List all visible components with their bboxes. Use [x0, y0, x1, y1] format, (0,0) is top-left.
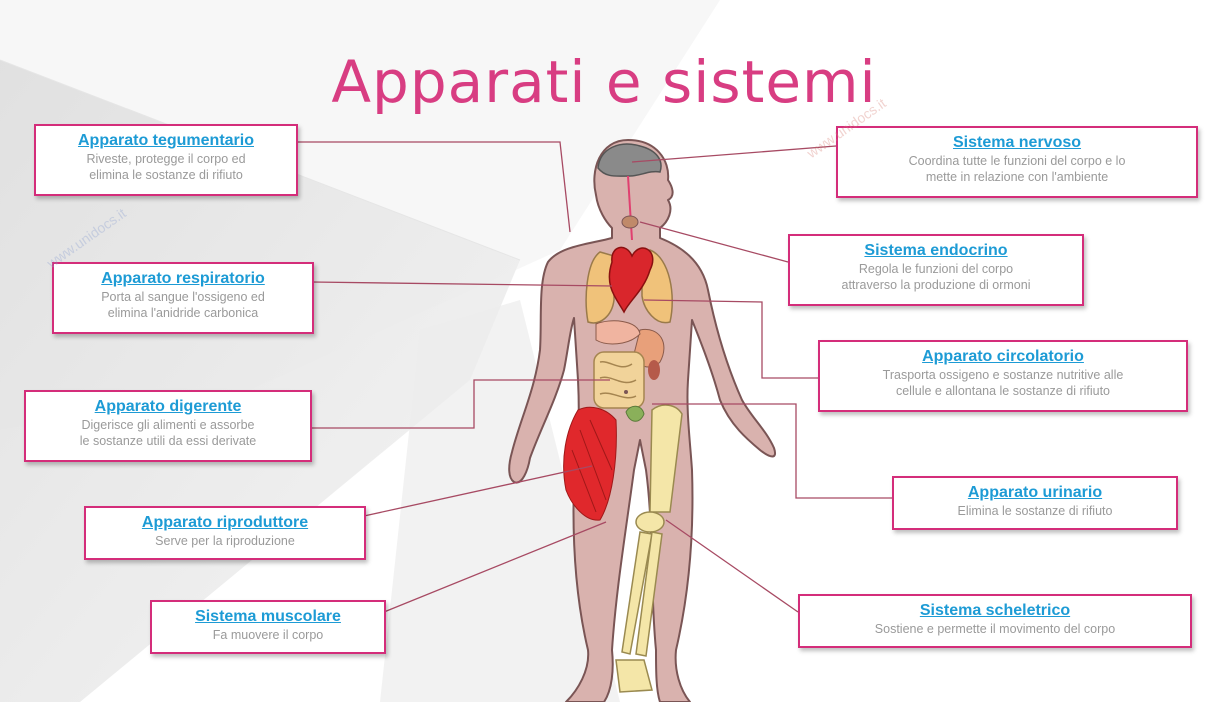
- box-description: Digerisce gli alimenti e assorbe le sost…: [26, 417, 310, 449]
- box-heading: Sistema muscolare: [152, 607, 384, 627]
- page-title: Apparati e sistemi: [0, 48, 1208, 116]
- box-heading: Apparato tegumentario: [36, 131, 296, 151]
- box-description: Coordina tutte le funzioni del corpo e l…: [838, 153, 1196, 185]
- connector-riproduttore: [364, 466, 592, 516]
- box-description: Regola le funzioni del corpo attraverso …: [790, 261, 1082, 293]
- box-description: Fa muovere il corpo: [152, 627, 384, 643]
- box-sistema-endocrino: Sistema endocrino Regola le funzioni del…: [788, 234, 1084, 306]
- box-heading: Sistema endocrino: [790, 241, 1082, 261]
- box-heading: Apparato respiratorio: [54, 269, 312, 289]
- connector-urinario: [652, 404, 892, 498]
- connector-tegumentario: [296, 142, 570, 232]
- box-description: Serve per la riproduzione: [86, 533, 364, 549]
- box-apparato-urinario: Apparato urinario Elimina le sostanze di…: [892, 476, 1178, 530]
- connector-circolatorio: [644, 300, 818, 378]
- box-heading: Sistema nervoso: [838, 133, 1196, 153]
- box-sistema-scheletrico: Sistema scheletrico Sostiene e permette …: [798, 594, 1192, 648]
- box-description: Porta al sangue l'ossigeno ed elimina l'…: [54, 289, 312, 321]
- box-heading: Apparato urinario: [894, 483, 1176, 503]
- box-heading: Apparato circolatorio: [820, 347, 1186, 367]
- box-apparato-circolatorio: Apparato circolatorio Trasporta ossigeno…: [818, 340, 1188, 412]
- box-heading: Sistema scheletrico: [800, 601, 1190, 621]
- box-description: Trasporta ossigeno e sostanze nutritive …: [820, 367, 1186, 399]
- box-apparato-respiratorio: Apparato respiratorio Porta al sangue l'…: [52, 262, 314, 334]
- connector-digerente: [312, 380, 610, 428]
- box-description: Sostiene e permette il movimento del cor…: [800, 621, 1190, 637]
- box-apparato-riproduttore: Apparato riproduttore Serve per la ripro…: [84, 506, 366, 560]
- connector-muscolare: [384, 522, 606, 612]
- connector-endocrino: [640, 222, 788, 262]
- box-heading: Apparato riproduttore: [86, 513, 364, 533]
- box-sistema-muscolare: Sistema muscolare Fa muovere il corpo: [150, 600, 386, 654]
- box-description: Elimina le sostanze di rifiuto: [894, 503, 1176, 519]
- box-apparato-digerente: Apparato digerente Digerisce gli aliment…: [24, 390, 312, 462]
- box-heading: Apparato digerente: [26, 397, 310, 417]
- box-sistema-nervoso: Sistema nervoso Coordina tutte le funzio…: [836, 126, 1198, 198]
- box-apparato-tegumentario: Apparato tegumentario Riveste, protegge …: [34, 124, 298, 196]
- connector-scheletrico: [666, 520, 798, 612]
- connector-respiratorio: [312, 282, 612, 286]
- box-description: Riveste, protegge il corpo ed elimina le…: [36, 151, 296, 183]
